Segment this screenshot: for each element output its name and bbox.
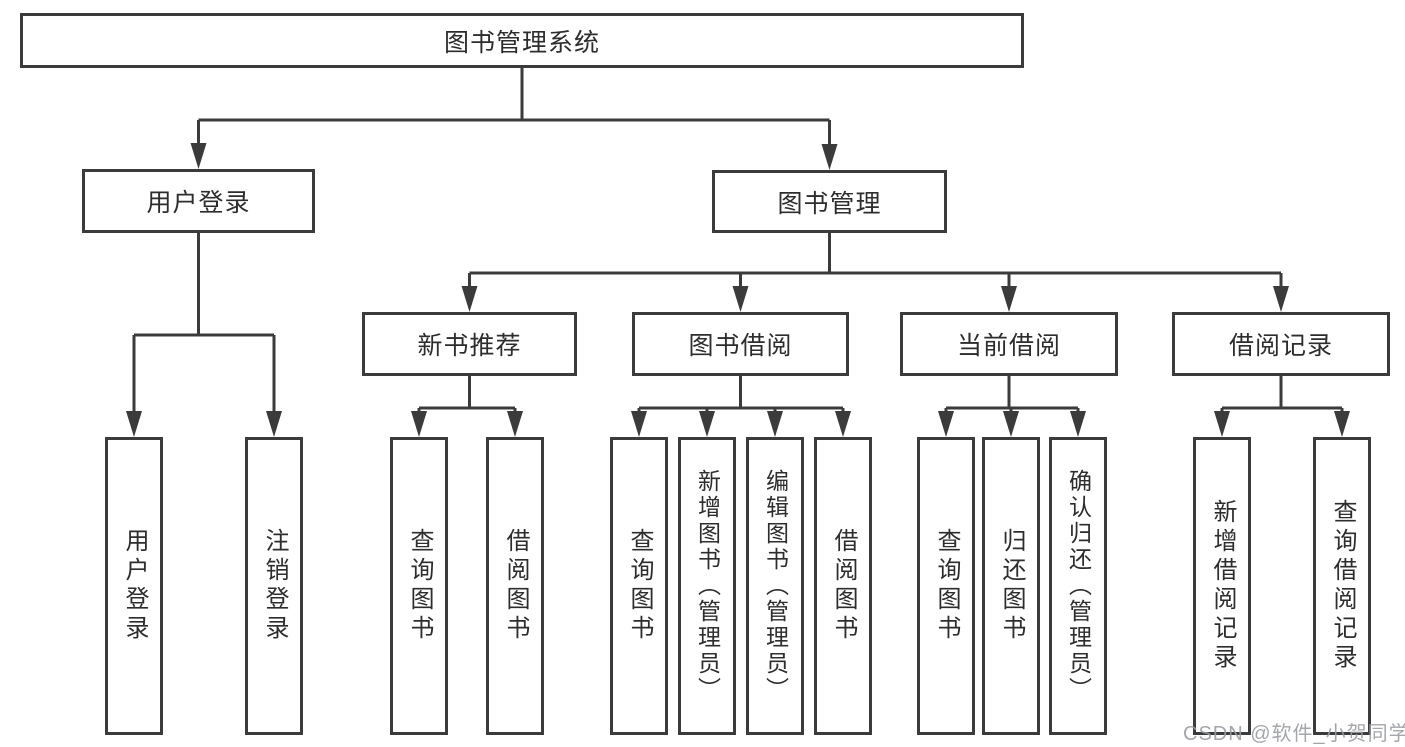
node-leaf-add-books-admin: 新增图书（管理员） (678, 437, 736, 735)
arrow-down-icon (1214, 411, 1230, 437)
arrow-down-icon (1003, 411, 1019, 437)
arrow-down-icon (190, 143, 207, 169)
arrow-down-icon (461, 286, 478, 312)
connector-book-management-to-level3 (468, 233, 1283, 291)
arrow-down-icon (631, 411, 647, 437)
node-leaf-return-books: 归还图书 (982, 437, 1040, 735)
arrow-down-icon (1070, 411, 1086, 437)
arrow-down-icon (835, 411, 851, 437)
connector-book-borrow-to-children (637, 376, 845, 416)
arrowheads (126, 143, 1350, 437)
node-leaf-confirm-return-admin: 确认归还（管理员） (1049, 437, 1107, 735)
connector-borrow-record-to-children (1220, 376, 1344, 416)
arrow-down-icon (126, 411, 142, 437)
node-new-book-recommendation: 新书推荐 (362, 312, 577, 376)
connector-root-to-level2 (197, 68, 831, 149)
node-leaf-user-login: 用户登录 (105, 437, 163, 735)
node-leaf-borrow-books: 借阅图书 (486, 437, 544, 735)
node-library-management-system: 图书管理系统 (20, 13, 1024, 68)
arrow-down-icon (821, 144, 838, 170)
node-book-borrowing: 图书借阅 (632, 312, 849, 376)
node-leaf-logout: 注销登录 (245, 437, 303, 735)
node-user-login: 用户登录 (82, 169, 315, 233)
node-current-borrowing: 当前借阅 (900, 312, 1118, 376)
arrow-down-icon (1273, 286, 1289, 312)
node-leaf-query-books: 查询图书 (917, 437, 975, 735)
arrow-down-icon (1334, 411, 1350, 437)
arrow-down-icon (411, 411, 427, 437)
arrow-down-icon (266, 411, 282, 437)
arrow-down-icon (699, 411, 715, 437)
node-leaf-query-borrow-record: 查询借阅记录 (1313, 437, 1371, 735)
node-leaf-query-books: 查询图书 (390, 437, 448, 735)
connector-user-login-to-children (132, 233, 276, 416)
node-leaf-edit-books-admin: 编辑图书（管理员） (746, 437, 804, 735)
arrow-down-icon (938, 411, 954, 437)
arrow-down-icon (732, 286, 749, 312)
connector-new-book-rec-to-children (417, 376, 517, 416)
node-book-management: 图书管理 (712, 170, 947, 233)
node-leaf-borrow-books: 借阅图书 (814, 437, 872, 735)
node-borrowing-records: 借阅记录 (1172, 312, 1390, 376)
csdn-watermark: CSDN @软件_小贺同学 (1183, 723, 1405, 745)
arrow-down-icon (767, 411, 783, 437)
connector-current-borrow-to-children (944, 376, 1080, 416)
arrow-down-icon (507, 411, 523, 437)
arrow-down-icon (1001, 286, 1017, 312)
node-leaf-add-borrow-record: 新增借阅记录 (1193, 437, 1251, 735)
node-leaf-query-books: 查询图书 (610, 437, 668, 735)
